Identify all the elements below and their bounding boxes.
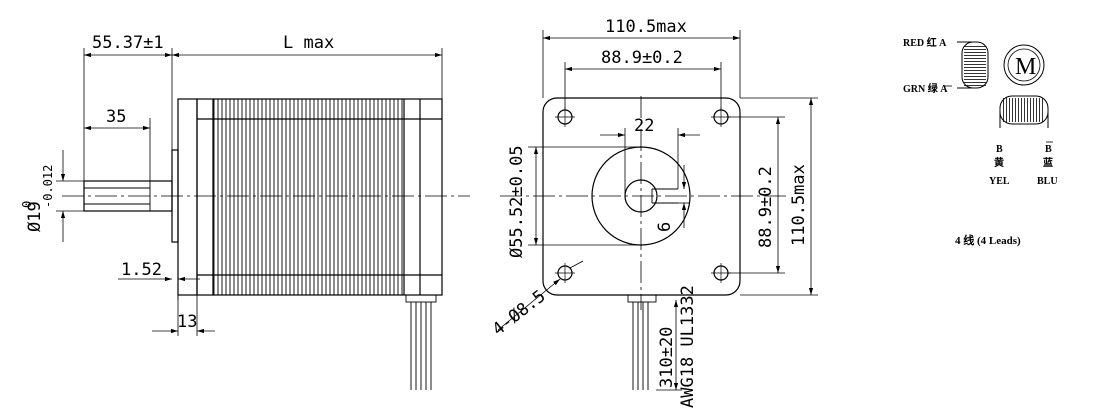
wire-label-red: RED 红 A	[903, 36, 947, 49]
coil-b	[999, 95, 1049, 125]
cooling-fins	[213, 99, 404, 295]
front-view	[497, 30, 818, 391]
front-lead-wires	[627, 294, 657, 390]
wire-label-grn: GRN 绿 A	[903, 82, 948, 95]
wire-spec: AWG18 UL1332	[678, 285, 698, 408]
leads-note: 4 线 (4 Leads)	[955, 233, 1021, 247]
wire-label-b: B	[996, 144, 1003, 155]
dim-mount-holes: 4-Ø8.5	[489, 286, 550, 340]
dim-hole-spacing-x: 88.9±0.2	[601, 48, 683, 68]
dim-width-max: 110.5max	[605, 17, 687, 37]
dim-pilot-diameter: Ø55.52±0.05	[507, 145, 527, 258]
dim-flat-depth: 6	[655, 222, 675, 232]
motor-letter: M	[1015, 54, 1036, 80]
wire-label-b-cn: 黄	[994, 156, 1004, 169]
wiring-diagram	[945, 41, 1053, 143]
wire-label-b-bar-cn: 蓝	[1043, 156, 1053, 169]
front-flange	[177, 98, 198, 296]
dim-shaft-tol-lower: -0.012	[41, 165, 55, 208]
dim-shaft-tol-upper: 0	[20, 201, 34, 208]
dim-shaft-diameter: Ø19	[25, 201, 45, 232]
wire-label-blu: BLU	[1037, 176, 1058, 187]
dim-flat-length: 35	[106, 107, 126, 127]
dim-boss: 1.52	[121, 260, 162, 280]
dim-height-max: 110.5max	[789, 164, 809, 246]
dim-key: 22	[634, 116, 654, 136]
coil-a	[961, 41, 989, 89]
wire-label-b-bar: B	[1045, 144, 1052, 155]
dim-lead-length: 310±20	[657, 327, 677, 388]
dim-flange: 13	[177, 312, 197, 332]
dim-shaft-extension: 55.37±1	[92, 33, 164, 53]
side-view	[56, 48, 470, 390]
wire-label-yel: YEL	[989, 176, 1010, 187]
lead-wires	[405, 294, 437, 390]
dim-length: L max	[283, 33, 334, 53]
dim-hole-spacing-y: 88.9±0.2	[756, 166, 776, 248]
motor-symbol	[1003, 44, 1045, 86]
